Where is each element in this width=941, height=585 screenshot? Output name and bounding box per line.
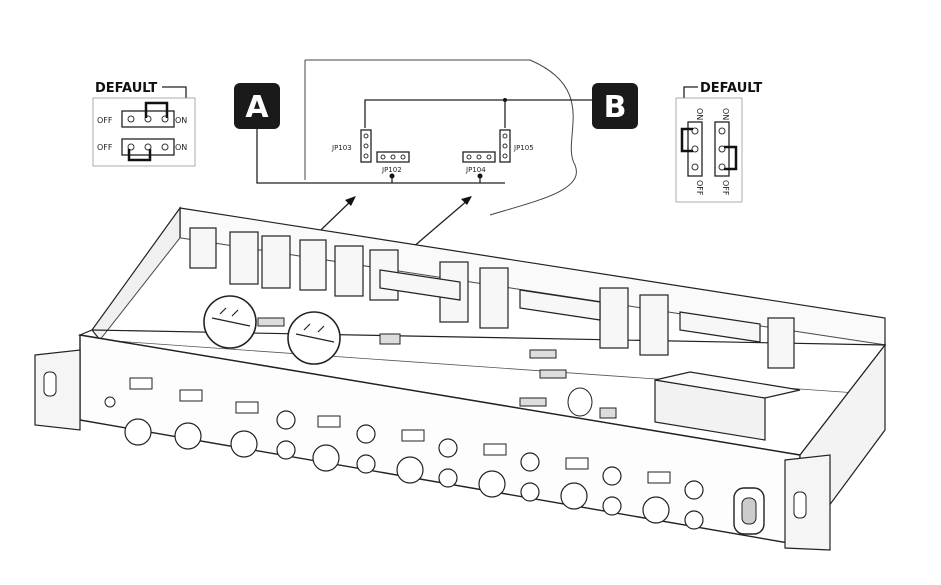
pcb-components (189, 227, 801, 441)
jp105-header: JP105 (499, 129, 534, 163)
front-panel-controls (104, 377, 765, 535)
default-legend-left: DEFAULT OFF ON OFF ON (92, 81, 196, 167)
col2-on-label: ON (721, 108, 730, 120)
row1-on-label: ON (175, 116, 187, 125)
jp104-header: JP104 (462, 151, 496, 174)
col1-on-label: ON (695, 108, 704, 120)
col2-off-label: OFF (721, 180, 730, 196)
default-legend-right: DEFAULT ON ON OFF OFF (675, 81, 762, 203)
callout-b-badge: B (592, 83, 638, 129)
row1-off-label: OFF (97, 116, 113, 125)
default-left-title: DEFAULT (95, 81, 157, 96)
row2-on-label: ON (175, 143, 187, 152)
jp102-header: JP102 (376, 151, 410, 174)
jp105-label: JP105 (513, 144, 534, 152)
jp102-label: JP102 (381, 166, 402, 174)
col1-off-label: OFF (695, 180, 704, 196)
jp103-header: JP103 (331, 129, 372, 163)
jp104-label: JP104 (465, 166, 486, 174)
row2-off-label: OFF (97, 143, 113, 152)
default-right-title: DEFAULT (700, 81, 762, 96)
callout-b-letter: B (604, 90, 627, 125)
callout-a-badge: A (234, 83, 280, 129)
callout-a-letter: A (245, 90, 269, 125)
jp103-label: JP103 (331, 144, 352, 152)
